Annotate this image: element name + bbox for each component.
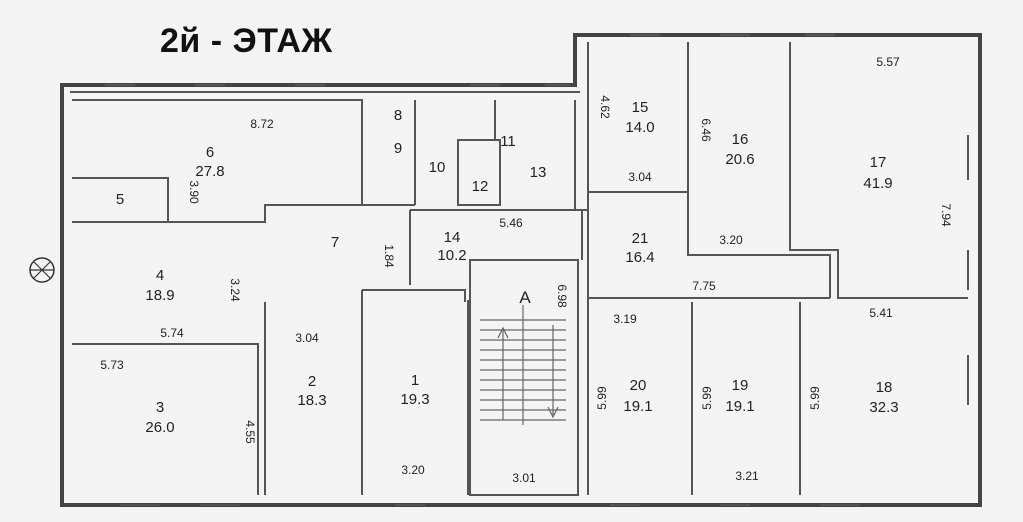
room-3-area: 26.0 — [145, 419, 174, 436]
dim-label: 5.73 — [100, 358, 124, 372]
stair-a-label: А — [519, 288, 531, 307]
room-2-number: 2 — [308, 373, 316, 390]
room-20-number: 20 — [630, 377, 647, 394]
room-1-area: 19.3 — [400, 391, 429, 408]
room-4-number: 4 — [156, 267, 164, 284]
room-4-area: 18.9 — [145, 287, 174, 304]
north-arrow-icon — [29, 257, 55, 283]
dim-label: 3.04 — [295, 331, 319, 345]
floor-title: 2й - ЭТАЖ — [160, 22, 333, 60]
dim-label: 5.46 — [499, 216, 523, 230]
dim-label: 4.62 — [598, 95, 612, 119]
dim-label: 5.57 — [876, 55, 900, 69]
dim-label: 6.46 — [699, 118, 713, 142]
room-19-area: 19.1 — [725, 398, 754, 415]
dim-label: 7.75 — [692, 279, 716, 293]
room-17-area: 41.9 — [863, 175, 892, 192]
room-18-area: 32.3 — [869, 399, 898, 416]
dim-label: 1.84 — [382, 244, 396, 268]
room-10-number: 10 — [429, 159, 446, 176]
dim-label: 3.20 — [401, 463, 425, 477]
dim-label: 3.24 — [228, 278, 242, 302]
dim-label: 3.19 — [613, 312, 637, 326]
room-7-number: 7 — [331, 234, 339, 251]
room-8-number: 8 — [394, 107, 402, 124]
dim-label: 4.55 — [243, 420, 257, 444]
room-9-number: 9 — [394, 140, 402, 157]
room-18-number: 18 — [876, 379, 893, 396]
dim-label: 7.94 — [939, 203, 953, 227]
room-14-area: 10.2 — [437, 247, 466, 264]
room-5-number: 5 — [116, 191, 124, 208]
room-1-number: 1 — [411, 372, 419, 389]
dim-label: 3.04 — [628, 170, 652, 184]
dim-label: 3.20 — [719, 233, 743, 247]
room-labels: 1 19.3 2 18.3 3 26.0 4 18.9 5 6 27.8 7 8… — [116, 99, 899, 436]
room-20-area: 19.1 — [623, 398, 652, 415]
dim-label: 6.98 — [555, 284, 569, 308]
room-16-number: 16 — [732, 131, 749, 148]
room-6-number: 6 — [206, 144, 214, 161]
room-13-number: 13 — [530, 164, 547, 181]
dim-label: 5.99 — [808, 386, 822, 410]
room-12-number: 12 — [472, 178, 489, 195]
dim-label: 5.74 — [160, 326, 184, 340]
dim-label: 5.99 — [595, 386, 609, 410]
room-14-number: 14 — [444, 229, 461, 246]
room-15-area: 14.0 — [625, 119, 654, 136]
windows — [105, 34, 969, 506]
room-21-number: 21 — [632, 230, 649, 247]
staircase — [480, 305, 566, 425]
room-15-number: 15 — [632, 99, 649, 116]
dim-label: 5.41 — [869, 306, 893, 320]
interior-walls — [72, 42, 968, 496]
dim-label: 3.01 — [512, 471, 536, 485]
room-16-area: 20.6 — [725, 151, 754, 168]
room-3-number: 3 — [156, 399, 164, 416]
outer-walls — [60, 33, 982, 507]
room-11-number: 11 — [500, 133, 516, 150]
room-19-number: 19 — [732, 377, 749, 394]
room-6-area: 27.8 — [195, 163, 224, 180]
dimension-labels: 8.72 3.90 1.84 3.24 5.74 5.73 4.55 3.04 … — [100, 55, 953, 485]
dim-label: 5.99 — [700, 386, 714, 410]
room-17-number: 17 — [870, 154, 887, 171]
dim-label: 3.21 — [735, 469, 759, 483]
dim-label: 8.72 — [250, 117, 274, 131]
room-2-area: 18.3 — [297, 392, 326, 409]
room-21-area: 16.4 — [625, 249, 654, 266]
dim-label: 3.90 — [187, 180, 201, 204]
